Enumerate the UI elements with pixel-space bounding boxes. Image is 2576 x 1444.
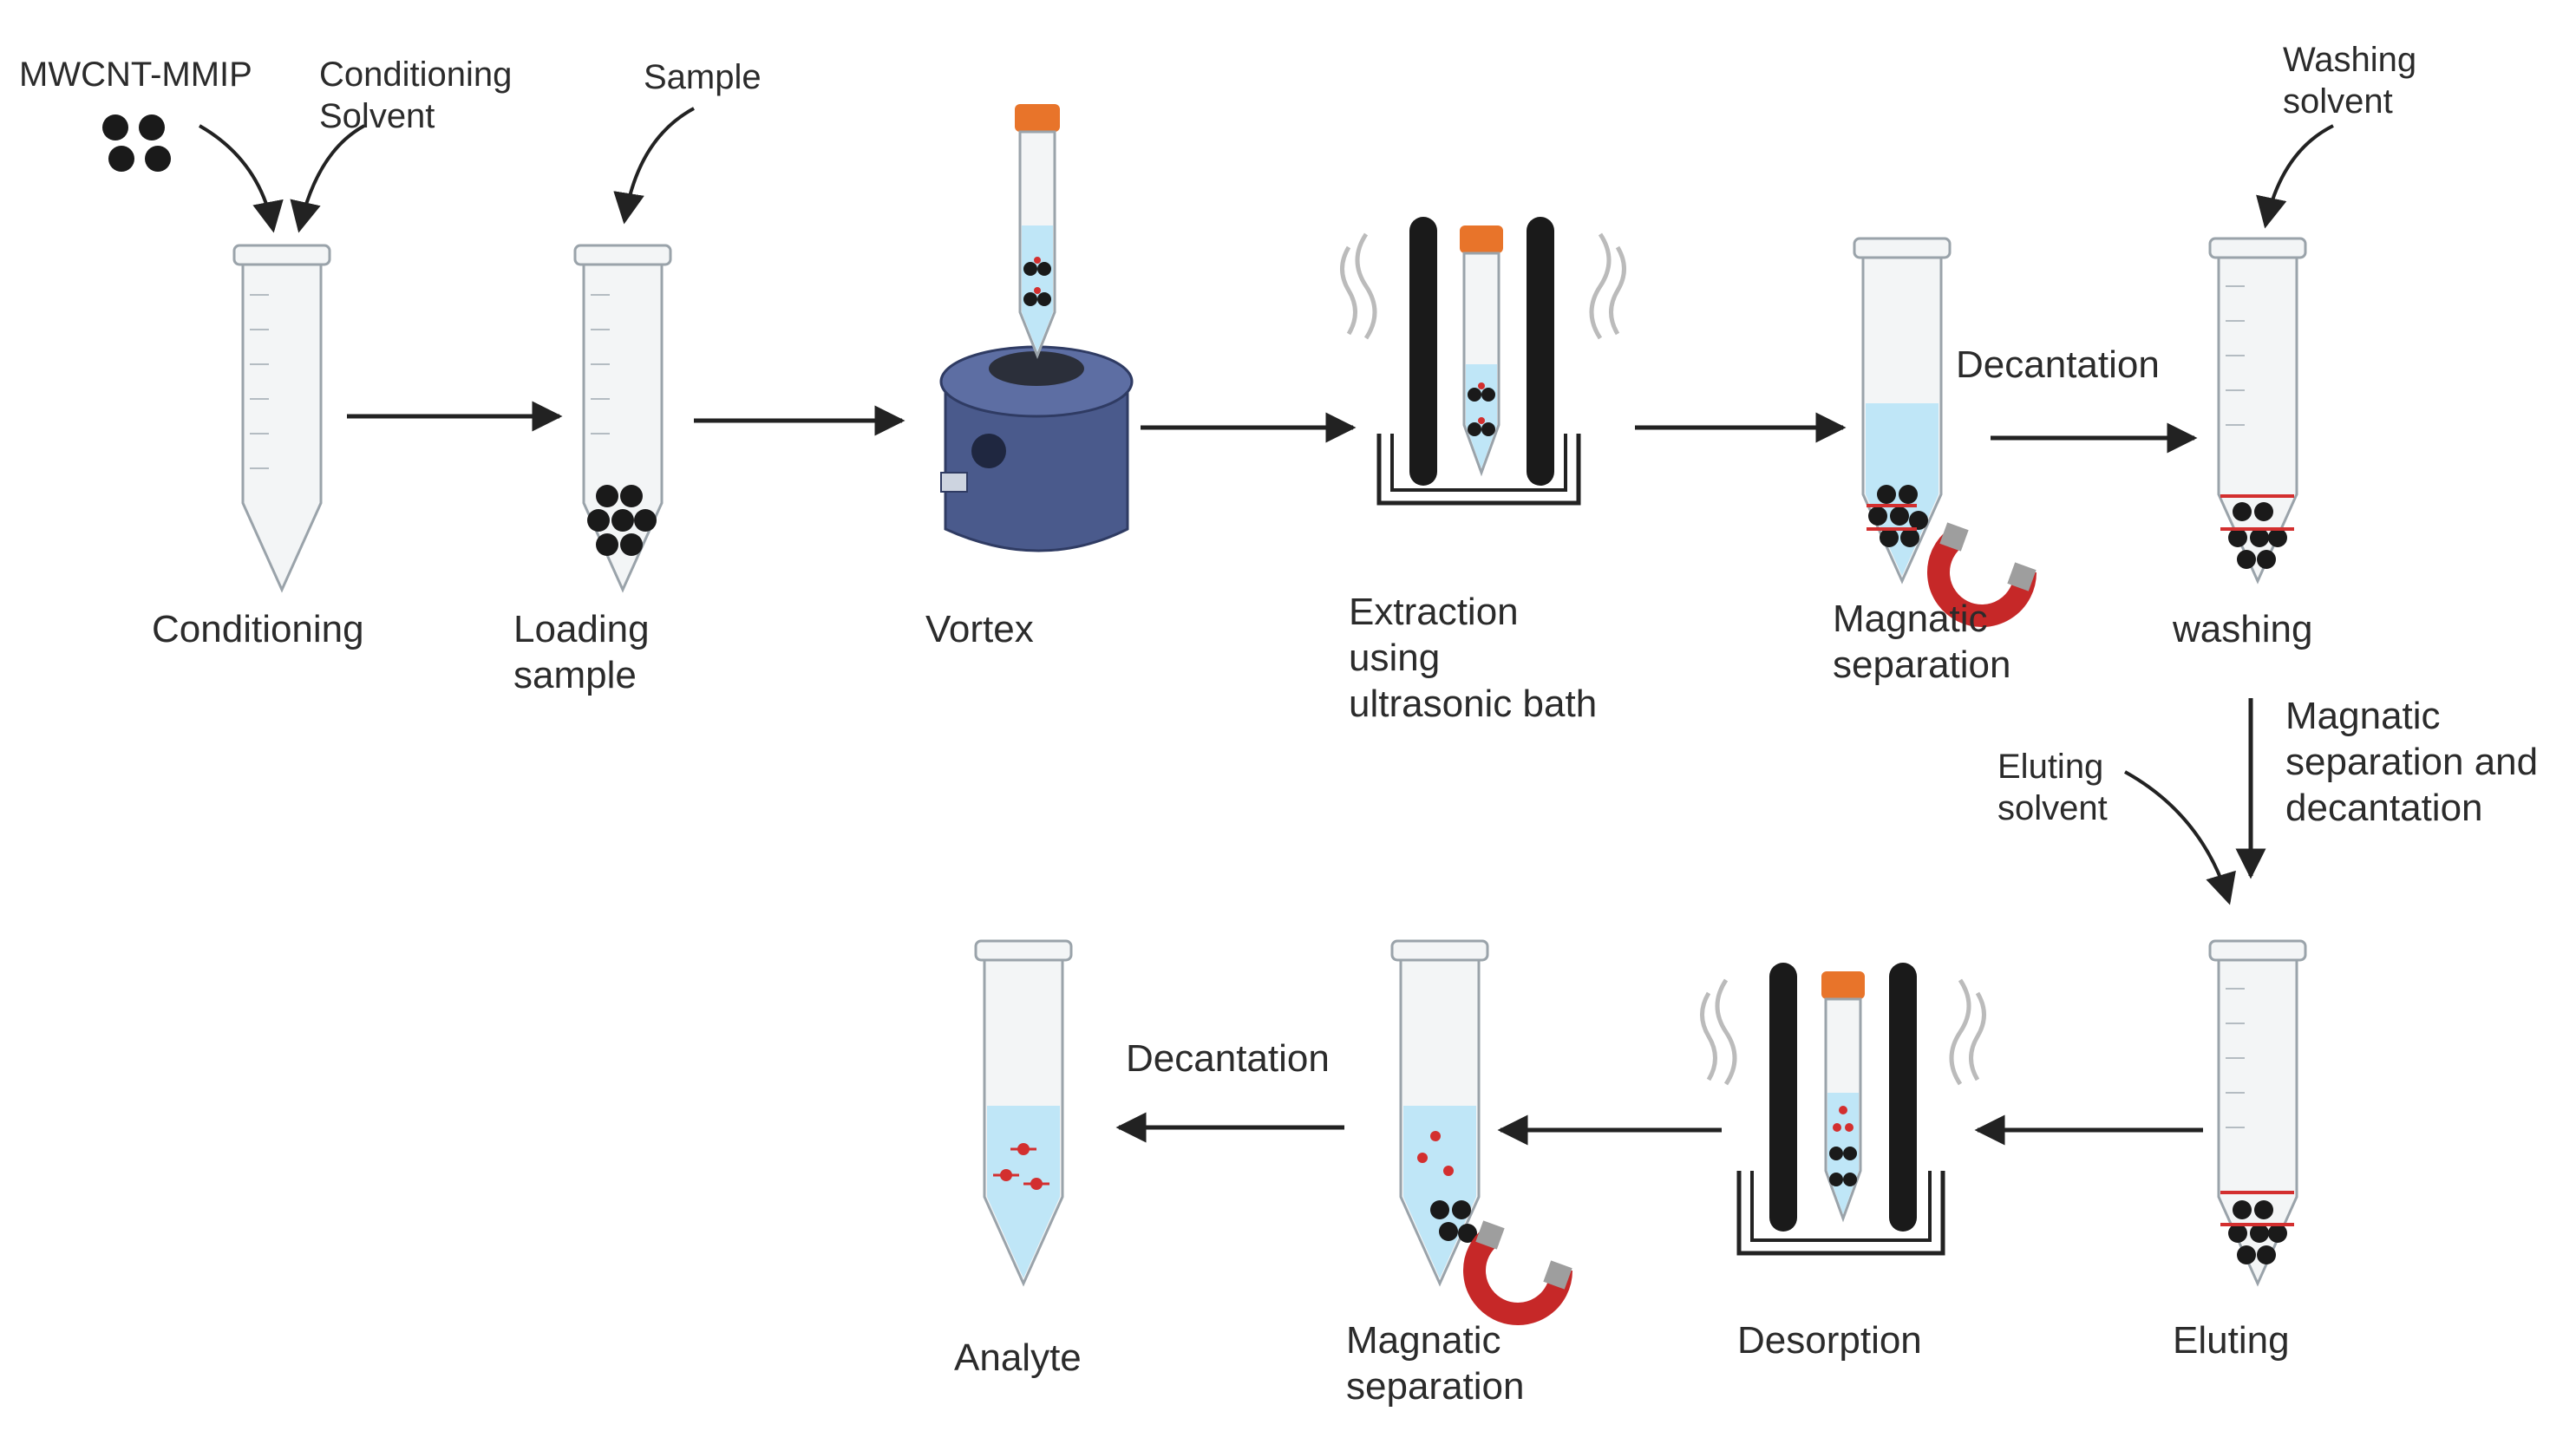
magnet-icon-1 (1927, 522, 2037, 627)
step-loading-label: Loading sample (513, 608, 650, 696)
magnetic-separation-tube-2 (1390, 939, 1489, 1287)
loading-sample-tube (573, 244, 672, 593)
vortex-mixer-icon (939, 104, 1134, 552)
eluting-tube (2208, 939, 2307, 1287)
step-desorption-label: Desorption (1737, 1319, 1922, 1362)
sample-arrow (613, 107, 695, 225)
step-conditioning-label: Conditioning (152, 608, 364, 650)
conditioning-solvent-arrow (290, 124, 365, 233)
decantation-1-label: Decantation (1956, 343, 2160, 386)
sample-label: Sample (644, 58, 762, 96)
step-washing-label: washing (2173, 608, 2313, 650)
washing-solvent-label: Washing solvent (2283, 41, 2417, 121)
decantation-2-label: Decantation (1126, 1037, 1330, 1080)
magnetic-separation-tube-1 (1853, 237, 1952, 585)
step-analyte-label: Analyte (954, 1336, 1082, 1379)
step-magnetic-separation-1-label: Magnatic separation (1833, 598, 2011, 686)
desorption-bath-icon (1700, 963, 1986, 1256)
mwcnt-arrow (199, 124, 284, 233)
washing-tube (2208, 237, 2307, 585)
ultrasonic-bath-icon (1340, 217, 1626, 506)
step-vortex-label: Vortex (925, 608, 1034, 650)
step-magnetic-separation-2-label: Magnatic separation (1346, 1319, 1525, 1408)
eluting-solvent-arrow (2124, 770, 2236, 905)
washing-solvent-arrow (2256, 124, 2334, 229)
step-eluting-label: Eluting (2173, 1319, 2290, 1362)
magnet-icon-2 (1463, 1220, 1572, 1325)
mwcnt-mmip-particles-icon (102, 114, 171, 172)
separation-and-decantation-label: Magnatic separation and decantation (2285, 695, 2539, 829)
eluting-solvent-label: Eluting solvent (1997, 748, 2108, 827)
mwcnt-mmip-label: MWCNT-MMIP (19, 56, 252, 94)
conditioning-solvent-label: Conditioning Solvent (319, 56, 513, 135)
analyte-tube (974, 939, 1073, 1287)
step-extraction-label: Extraction using ultrasonic bath (1349, 591, 1598, 725)
conditioning-tube (232, 244, 331, 593)
